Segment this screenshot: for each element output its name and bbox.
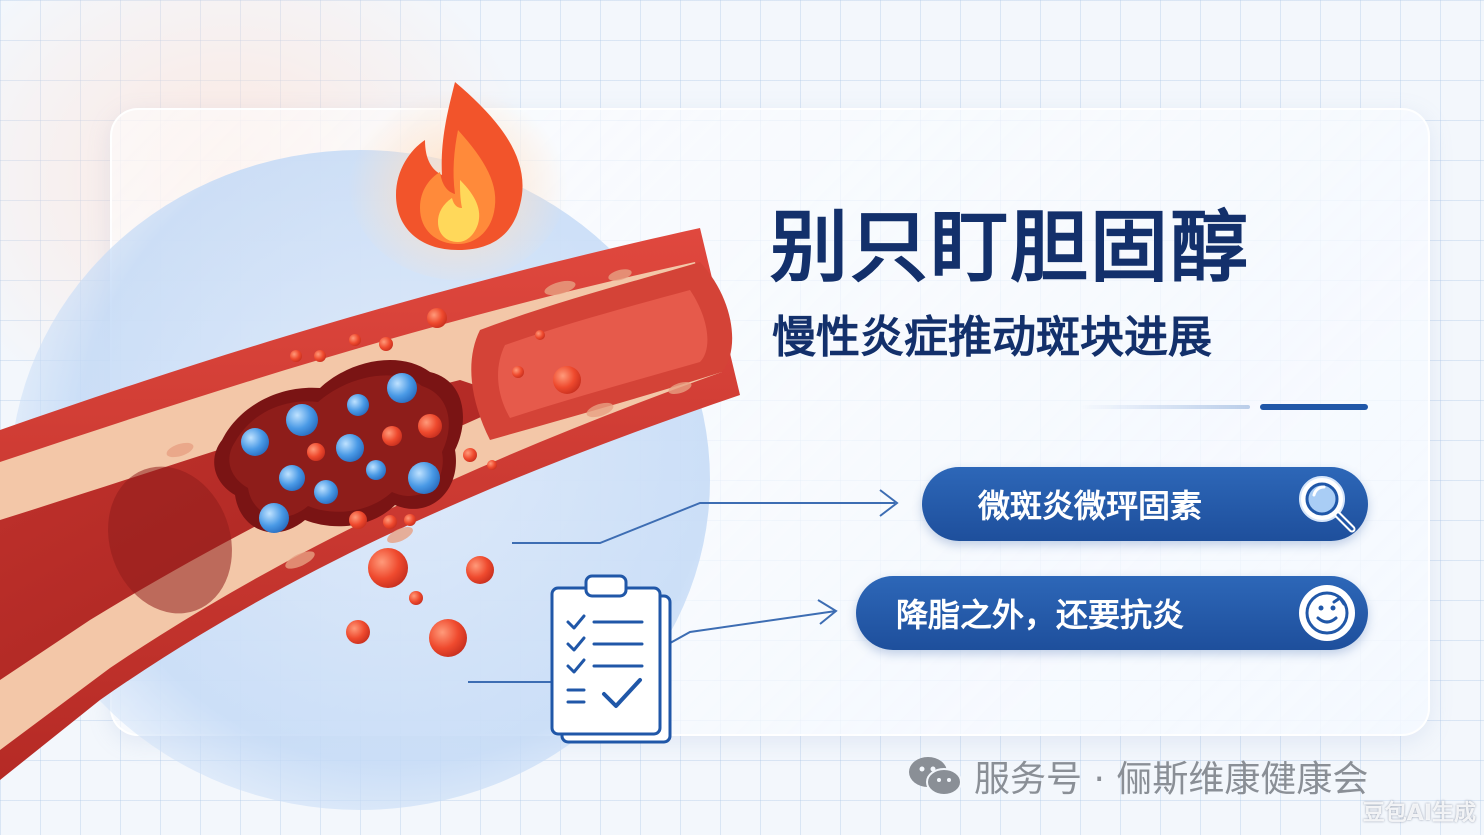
callout-pill-1: 微斑炎微玶固素 [922, 467, 1368, 541]
smile-check-icon [1299, 585, 1355, 641]
page-subtitle: 慢性炎症推动斑块进展 [772, 312, 1212, 363]
flame-icon [348, 80, 568, 280]
page-title: 别只盯胆固醇 [770, 203, 1251, 293]
watermark-text: 服务号 · 俪斯维康健康会 [974, 759, 1369, 800]
ai-generated-tag: 豆包AI生成 [1362, 801, 1476, 826]
clipboard-icon [550, 574, 672, 744]
callout-label-1: 微斑炎微玶固素 [978, 487, 1203, 525]
callout-label-2: 降脂之外，还要抗炎 [896, 596, 1185, 634]
released-particles [290, 308, 581, 657]
callout-pill-2: 降脂之外，还要抗炎 [856, 576, 1368, 650]
magnifier-icon [1299, 476, 1356, 533]
title-divider-light [1080, 405, 1250, 409]
connector-arrows [468, 489, 899, 683]
wechat-icon [909, 757, 962, 796]
title-divider-accent [1260, 404, 1368, 410]
account-watermark: 服务号 · 俪斯维康健康会 [906, 752, 1368, 800]
plaque-particles [241, 373, 442, 533]
